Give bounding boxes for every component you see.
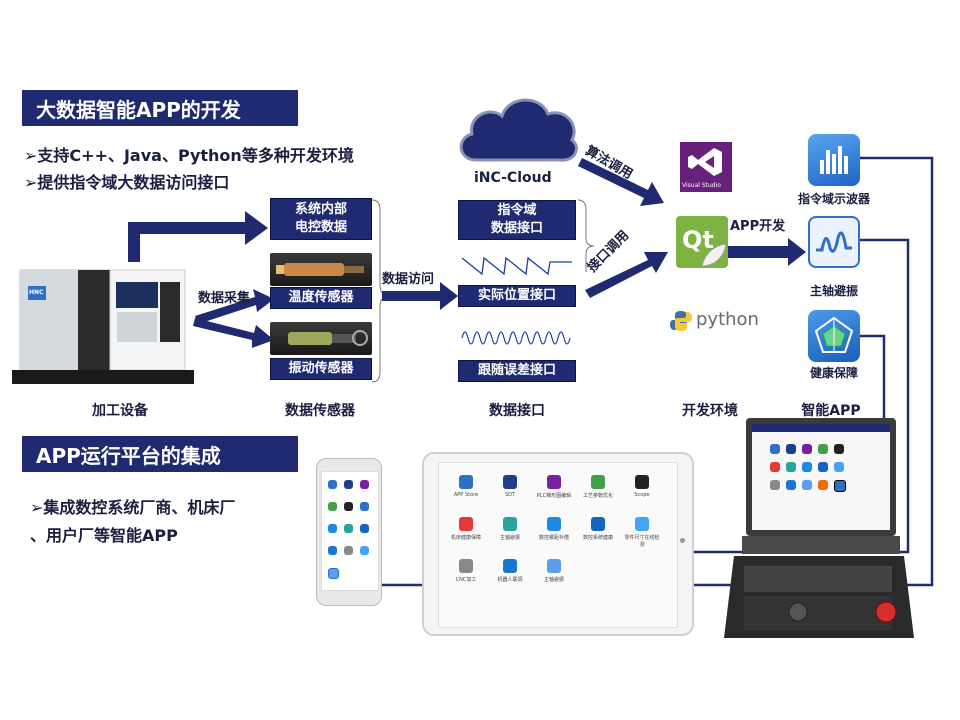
caption-apps: 智能APP	[801, 403, 861, 419]
caption-equipment: 加工设备	[92, 403, 148, 419]
section2-bullet2: 、用户厂等智能APP	[30, 526, 178, 545]
tablet-app-label: 机床健康保障	[450, 535, 481, 541]
line-spindle-to-tablet	[560, 238, 910, 562]
arrow-interface-call	[585, 252, 668, 298]
smartphone	[316, 458, 382, 606]
app-dev-label: APP开发	[730, 219, 786, 234]
cnc-machine-image: HNC	[12, 262, 194, 386]
qt-logo: Qt	[676, 216, 728, 268]
tablet-app-label: 数控系统健康	[582, 535, 613, 541]
python-logo: python	[670, 308, 770, 334]
arrow-machine-to-internal	[128, 211, 268, 262]
vibration-sensor-image	[270, 322, 372, 355]
cmd-interface-box: 指令域 数据接口	[458, 200, 576, 240]
section2-title: APP运行平台的集成	[22, 436, 298, 472]
internal-data-line2: 电控数据	[294, 220, 347, 235]
spindle-app-icon[interactable]	[808, 216, 860, 268]
health-app-label: 健康保障	[809, 366, 858, 380]
caption-sensors: 数据传感器	[285, 403, 355, 419]
arrow-collect-temp	[195, 289, 274, 324]
tablet-app-label: 数控螺距补偿	[538, 535, 569, 541]
tablet-app-icon[interactable]	[503, 559, 517, 573]
caption-interfaces: 数据接口	[489, 403, 545, 419]
spindle-app-label: 主轴避振	[809, 284, 858, 298]
cloud-label: iNC-Cloud	[474, 170, 552, 186]
internal-data-line1: 系统内部	[294, 202, 347, 217]
visual-studio-caption: Visual Studio	[682, 182, 721, 189]
section2-bullet1: ➢集成数控系统厂商、机床厂	[30, 498, 236, 517]
arrow-app-dev	[728, 238, 806, 266]
tablet-app-label: CNC加工	[455, 577, 477, 583]
tablet-app-icon[interactable]	[459, 475, 473, 489]
tablet-app-label: PLC梯形图编辑	[536, 493, 572, 499]
arrow-data-access	[382, 282, 458, 310]
section1-title: 大数据智能APP的开发	[22, 90, 298, 126]
tablet-app-label: 零件尺寸在线检测	[624, 535, 660, 548]
tablet-app-label: APP Store	[453, 492, 479, 498]
tablet-app-label: SDT	[504, 492, 516, 498]
machine-badge: HNC	[29, 289, 44, 296]
tablet-app-icon[interactable]	[635, 475, 649, 489]
internal-data-box: 系统内部 电控数据	[270, 198, 372, 240]
tablet-app-icon[interactable]	[547, 517, 561, 531]
visual-studio-logo: Visual Studio	[680, 142, 732, 192]
tablet-app-icon[interactable]	[547, 559, 561, 573]
arrow-algorithm	[578, 158, 664, 206]
health-app-icon[interactable]	[808, 310, 860, 362]
collect-label: 数据采集	[198, 291, 251, 306]
phone-screen[interactable]	[321, 471, 379, 591]
temp-sensor-image	[270, 253, 372, 286]
following-waveform	[458, 322, 576, 354]
tablet-app-icon[interactable]	[503, 475, 517, 489]
tablet-app-icon[interactable]	[591, 517, 605, 531]
tablet-app-label: 工艺参数优化	[582, 493, 613, 499]
cnc-controller	[722, 416, 914, 642]
python-text: python	[696, 309, 759, 330]
cmd-interface-line2: 数据接口	[490, 221, 543, 236]
tablet-app-label: 主轴避振	[499, 535, 520, 541]
arrow-collect-vibration	[193, 318, 274, 348]
cloud-shape	[452, 88, 582, 170]
qt-letters: Qt	[682, 226, 714, 254]
tablet-app-label: 主轴避振	[543, 577, 564, 583]
tablet-app-icon[interactable]	[503, 517, 517, 531]
section1-bullet1: ➢支持C++、Java、Python等多种开发环境	[24, 146, 354, 165]
temp-sensor-box: 温度传感器	[270, 287, 372, 309]
caption-devenv: 开发环境	[682, 403, 738, 419]
tablet-app-label: Scope	[634, 492, 650, 498]
oscilloscope-app-icon[interactable]	[808, 134, 860, 186]
tablet-app-label: 机器人联调	[497, 577, 523, 583]
oscilloscope-app-label: 指令域示波器	[797, 192, 870, 206]
cmd-interface-line1: 指令域	[497, 203, 537, 218]
tablet-app-icon[interactable]	[591, 475, 605, 489]
section1-bullet2: ➢提供指令域大数据访问接口	[24, 173, 230, 192]
cnc-screen-apps[interactable]	[770, 444, 870, 524]
vibration-sensor-box: 振动传感器	[270, 358, 372, 380]
tablet-app-icon[interactable]	[635, 517, 649, 531]
tablet-app-icon[interactable]	[547, 475, 561, 489]
position-waveform	[458, 250, 576, 282]
position-interface-box: 实际位置接口	[458, 285, 576, 307]
interface-bracket	[577, 199, 595, 272]
tablet-app-icon[interactable]	[459, 559, 473, 573]
tablet-app-icon[interactable]	[459, 517, 473, 531]
following-interface-box: 跟随误差接口	[458, 360, 576, 382]
tablet-home-button[interactable]	[680, 538, 685, 543]
access-label: 数据访问	[382, 272, 435, 287]
